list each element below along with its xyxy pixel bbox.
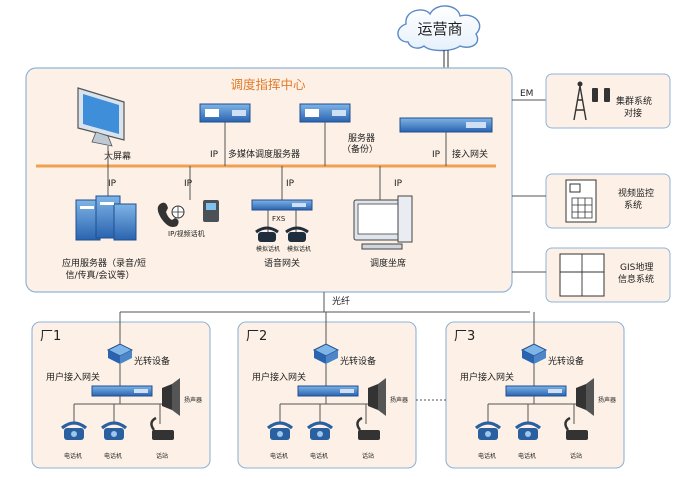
multimedia-ip-label: IP: [210, 150, 219, 160]
multimedia-server-icon: [199, 103, 251, 123]
speaker-label: 扬声器: [184, 396, 202, 404]
talk-station-icon: [356, 416, 380, 440]
analog-phone-1-label: 模拟话机: [256, 245, 280, 253]
video-system-label-2: 系统: [624, 199, 642, 211]
optical-converter-icon: [520, 343, 548, 364]
optical-converter-icon: [312, 343, 340, 364]
ip-video-phone-label: IP/视频话机: [168, 229, 205, 238]
user-gateway-label: 用户接入网关: [460, 371, 514, 383]
trunk-system-label: 集群系统: [616, 95, 652, 107]
telephone-2-icon: [514, 421, 542, 440]
dispatch-console-icon: [353, 195, 413, 250]
fxs-label: FXS: [272, 215, 286, 223]
console-ip-label: IP: [394, 179, 403, 189]
converter-label: 光转设备: [340, 355, 376, 367]
cloud-label: 运营商: [417, 20, 462, 38]
backup-server-label: 服务器: [348, 132, 375, 144]
factory-name: 厂2: [246, 329, 267, 344]
app-server-label-2: 信/传真/会议等）: [65, 269, 134, 281]
telephone-2-icon: [100, 421, 128, 440]
gis-label: GIS地理: [620, 261, 653, 273]
backup-server-icon: [299, 103, 351, 123]
access-gateway-icon: [399, 117, 493, 133]
voice-gateway-icon: [251, 199, 313, 211]
phone-ip-label: IP: [184, 179, 193, 189]
telephone-2-label: 电话机: [104, 452, 122, 460]
telephone-2-label: 电话机: [518, 452, 536, 460]
telephone-1-label: 电话机: [478, 452, 496, 460]
user-gateway-label: 用户接入网关: [46, 371, 100, 383]
user-gateway-label: 用户接入网关: [252, 371, 306, 383]
speaker-icon: [576, 378, 594, 416]
radio-tower-icon: [573, 81, 610, 121]
video-surveillance-panel: [545, 173, 671, 229]
analog-phone-1-icon: [255, 226, 279, 242]
speaker-label: 扬声器: [598, 396, 616, 404]
big-screen-label: 大屏幕: [104, 150, 131, 162]
talk-station-label: 话站: [362, 452, 374, 460]
telephone-1-icon: [60, 421, 88, 440]
voice-gateway-label: 语音网关: [264, 257, 300, 269]
talk-station-icon: [150, 416, 174, 440]
talk-station-icon: [564, 416, 588, 440]
access-gateway-label: 接入网关: [452, 148, 488, 160]
gis-map-icon: [559, 253, 605, 297]
multimedia-server-label: 多媒体调度服务器: [228, 148, 300, 160]
fiber-label: 光纤: [332, 295, 350, 307]
trunk-system-label-2: 对接: [624, 107, 642, 119]
app-server-icon: [75, 195, 137, 241]
backup-server-label-2: （备份）: [342, 143, 378, 155]
optical-converter-icon: [106, 343, 134, 364]
factory-name: 厂3: [454, 329, 475, 344]
speaker-label: 扬声器: [390, 396, 408, 404]
app-server-label: 应用服务器（录音/短: [62, 257, 146, 269]
telephone-1-label: 电话机: [270, 452, 288, 460]
access-ip-label: IP: [432, 150, 441, 160]
video-monitor-icon: [565, 179, 597, 223]
factory-name: 厂1: [40, 329, 61, 344]
talk-station-label: 话站: [156, 452, 168, 460]
analog-phone-2-label: 模拟话机: [287, 245, 311, 253]
dispatch-console-label: 调度坐席: [370, 257, 406, 269]
telephone-2-icon: [306, 421, 334, 440]
gis-label-2: 信息系统: [618, 273, 654, 285]
big-screen-icon: [77, 87, 125, 147]
talk-station-label: 话站: [570, 452, 582, 460]
telephone-1-label: 电话机: [64, 452, 82, 460]
app-ip-label: IP: [108, 179, 117, 189]
carrier-cloud: 运营商: [397, 5, 481, 52]
user-gateway-icon: [505, 385, 567, 397]
voice-ip-label: IP: [286, 179, 295, 189]
em-label: EM: [520, 89, 533, 99]
user-gateway-icon: [91, 385, 153, 397]
telephone-2-label: 电话机: [310, 452, 328, 460]
converter-label: 光转设备: [548, 355, 584, 367]
speaker-icon: [368, 378, 386, 416]
converter-label: 光转设备: [134, 355, 170, 367]
speaker-icon: [162, 378, 180, 416]
dispatch-center-title: 调度指挥中心: [230, 77, 306, 92]
telephone-1-icon: [266, 421, 294, 440]
telephone-1-icon: [474, 421, 502, 440]
user-gateway-icon: [297, 385, 359, 397]
video-system-label: 视频监控: [618, 187, 654, 199]
ip-phone-icon: [157, 200, 219, 227]
analog-phone-2-icon: [285, 226, 309, 242]
